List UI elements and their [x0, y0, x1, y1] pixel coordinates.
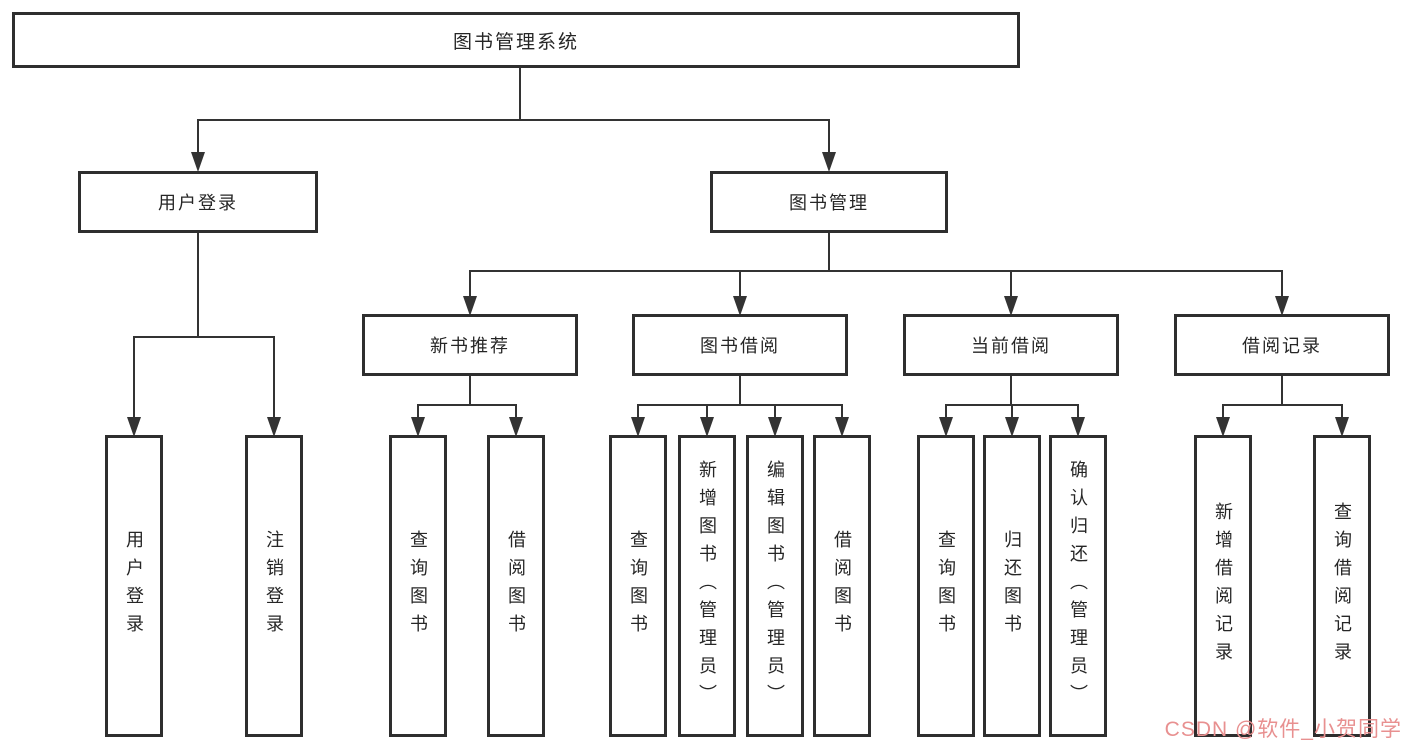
leaf-query-books-borrow: 查询图书 [609, 435, 667, 737]
leaf-add-borrow-record: 新增借阅记录 [1194, 435, 1252, 737]
leaf-add-books-admin: 新增图书（管理员） [678, 435, 736, 737]
leaf-logout: 注销登录 [245, 435, 303, 737]
leaf-edit-books-admin: 编辑图书（管理员） [746, 435, 804, 737]
node-book-management-branch: 图书管理 [710, 171, 948, 233]
leaf-user-login: 用户登录 [105, 435, 163, 737]
leaf-query-books-recommend: 查询图书 [389, 435, 447, 737]
csdn-watermark: CSDN @软件_小贺同学 [1164, 718, 1402, 741]
leaf-borrow-books: 借阅图书 [813, 435, 871, 737]
node-user-login-branch: 用户登录 [78, 171, 318, 233]
node-book-borrowing: 图书借阅 [632, 314, 848, 376]
node-new-book-recommend: 新书推荐 [362, 314, 578, 376]
node-library-system: 图书管理系统 [12, 12, 1020, 68]
leaf-confirm-return-admin: 确认归还（管理员） [1049, 435, 1107, 737]
leaf-query-books-current: 查询图书 [917, 435, 975, 737]
leaf-borrow-books-recommend: 借阅图书 [487, 435, 545, 737]
node-borrowing-records: 借阅记录 [1174, 314, 1390, 376]
leaf-query-borrow-record: 查询借阅记录 [1313, 435, 1371, 737]
leaf-return-books: 归还图书 [983, 435, 1041, 737]
node-current-borrowing: 当前借阅 [903, 314, 1119, 376]
